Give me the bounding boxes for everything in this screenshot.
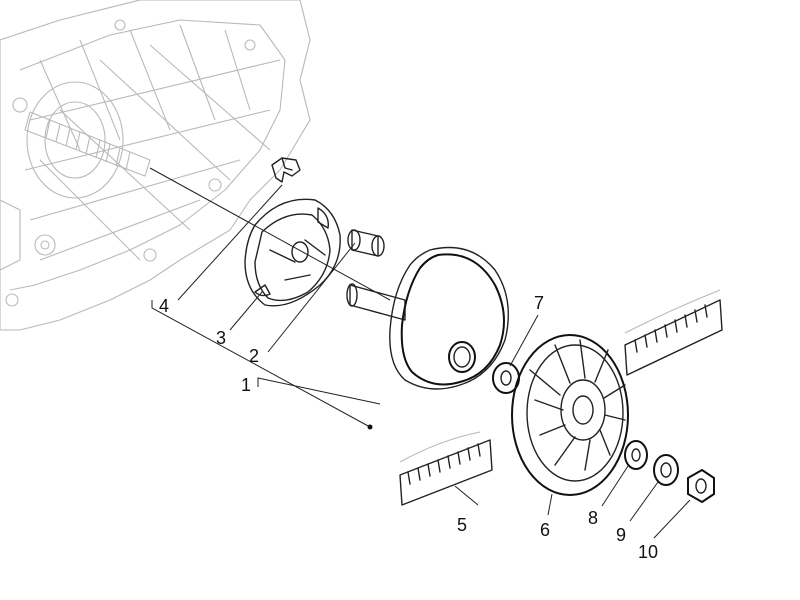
clip-part (271, 157, 301, 183)
cam-plate (244, 198, 341, 307)
callout-9: 9 (616, 525, 626, 545)
callout-7: 7 (534, 293, 544, 313)
callout-5: 5 (457, 515, 467, 535)
leader-dot (367, 424, 373, 430)
callout-2: 2 (249, 346, 259, 366)
drive-belt (399, 289, 723, 506)
crankcase-housing (0, 0, 311, 331)
callout-3: 3 (216, 328, 226, 348)
leader-lines (151, 184, 691, 539)
fan-pulley (511, 334, 629, 496)
callout-6: 6 (540, 520, 550, 540)
washer-9 (653, 454, 679, 486)
callout-10: 10 (638, 542, 658, 562)
nut (687, 469, 715, 503)
washer-8 (624, 440, 648, 470)
drive-pulley-half (346, 246, 510, 390)
bushing (347, 229, 385, 257)
callout-1: 1 (241, 375, 251, 395)
splined-shaft (24, 111, 391, 301)
callout-8: 8 (588, 508, 598, 528)
callout-labels: 4 3 2 1 7 5 6 8 9 10 (159, 293, 658, 562)
callout-4: 4 (159, 296, 169, 316)
